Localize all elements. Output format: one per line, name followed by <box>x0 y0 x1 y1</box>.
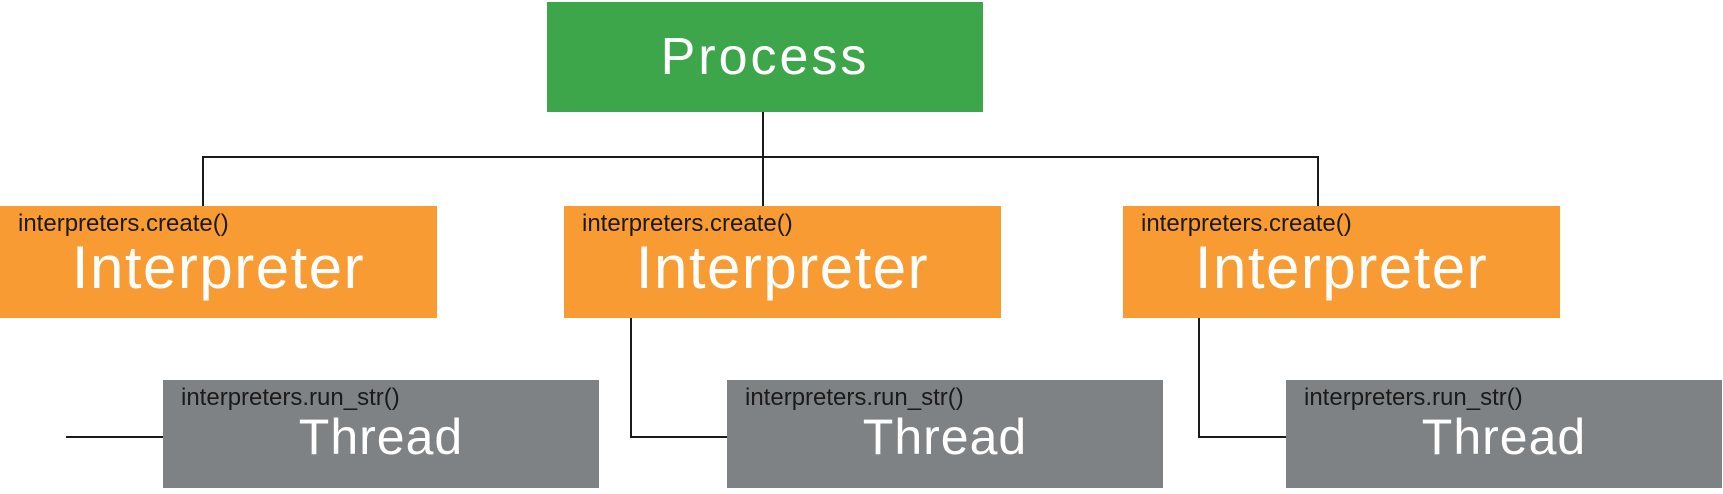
interpreter-label: Interpreter <box>71 234 366 301</box>
thread-label: Thread <box>298 409 464 465</box>
interpreter-node-2: interpreters.create() Interpreter <box>564 206 1001 318</box>
interpreter-node-3: interpreters.create() Interpreter <box>1123 206 1560 318</box>
connector-horizontal-bus <box>202 156 1319 158</box>
interpreter-create-annotation: interpreters.create() <box>582 210 793 237</box>
connector-horizontal-thread-3 <box>1198 436 1287 438</box>
process-node: Process <box>547 2 983 112</box>
thread-node-1: interpreters.run_str() Thread <box>163 380 599 488</box>
interpreter-create-annotation: interpreters.create() <box>1141 210 1352 237</box>
connector-vertical-thread-2 <box>630 318 632 438</box>
thread-label: Thread <box>1421 409 1587 465</box>
thread-node-3: interpreters.run_str() Thread <box>1286 380 1722 488</box>
interpreter-create-annotation: interpreters.create() <box>18 210 229 237</box>
interpreter-node-1: interpreters.create() Interpreter <box>0 206 437 318</box>
connector-process-trunk <box>762 112 764 157</box>
interpreter-label: Interpreter <box>1194 234 1489 301</box>
thread-run-str-annotation: interpreters.run_str() <box>745 384 964 411</box>
connector-vertical-thread-3 <box>1198 318 1200 438</box>
thread-run-str-annotation: interpreters.run_str() <box>1304 384 1523 411</box>
process-label: Process <box>660 28 870 86</box>
thread-label: Thread <box>862 409 1028 465</box>
connector-horizontal-thread-2 <box>630 436 728 438</box>
connector-drop-interpreter-3 <box>1317 156 1319 207</box>
connector-drop-interpreter-1 <box>202 156 204 207</box>
connector-stub-thread-1 <box>66 436 163 438</box>
connector-drop-interpreter-2 <box>762 156 764 207</box>
thread-node-2: interpreters.run_str() Thread <box>727 380 1163 488</box>
interpreter-label: Interpreter <box>635 234 930 301</box>
thread-run-str-annotation: interpreters.run_str() <box>181 384 400 411</box>
